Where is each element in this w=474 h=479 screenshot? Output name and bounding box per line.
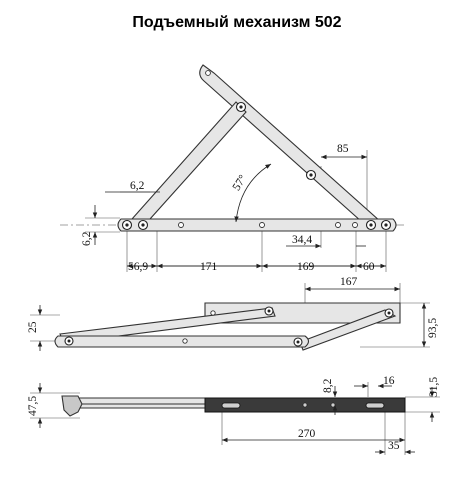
dim-270: 270 (298, 428, 316, 440)
bar-hole (352, 222, 358, 228)
pivot-rivet-center (67, 339, 71, 343)
angle-arc (234, 163, 272, 223)
dim-25: 25 (27, 321, 39, 333)
bar-hole (335, 222, 341, 228)
bar-hole (178, 222, 184, 228)
channel-slot (365, 402, 385, 409)
dim-85: 85 (337, 143, 349, 155)
pivot-rivet-center (125, 223, 129, 227)
dim-16: 16 (383, 375, 395, 387)
bottom-view: 47,5 8,2 16 31,5 270 35 (27, 375, 440, 455)
dim-angle: 57° (231, 173, 250, 193)
dim-8-2: 8,2 (322, 378, 334, 393)
dim-34-4: 34,4 (292, 234, 312, 246)
pivot-rivet-center (239, 105, 243, 109)
dim-35: 35 (388, 440, 400, 452)
dim-47-5: 47,5 (27, 396, 39, 416)
dim-167: 167 (340, 276, 358, 288)
pivot-rivet-center (369, 223, 373, 227)
channel-slot (221, 402, 241, 409)
base-bar (117, 218, 397, 232)
plate-hole (210, 310, 216, 316)
dim-56-9: 56,9 (128, 261, 148, 273)
pivot-rivet-center (296, 340, 300, 344)
pivot-rivet-center (384, 223, 388, 227)
arm-end-hole (205, 70, 211, 76)
drawing-title: Подъемный механизм 502 (132, 14, 342, 31)
dim-31-5: 31,5 (428, 377, 440, 397)
pivot-rivet-center (141, 223, 145, 227)
diagonal-arm (131, 101, 247, 230)
dim-169: 169 (297, 261, 315, 273)
upper-arm (199, 64, 382, 231)
pivot-rivet-center (267, 309, 271, 313)
channel-hole (330, 402, 336, 408)
middle-base-bar (54, 335, 310, 348)
dim-171: 171 (200, 261, 218, 273)
dim-6-2-side: 6,2 (81, 231, 93, 246)
middle-view: 167 25 93,5 (27, 276, 439, 351)
dim-93-5: 93,5 (427, 318, 439, 338)
end-clip (61, 395, 83, 417)
bar-hole (259, 222, 265, 228)
dim-6-2-top: 6,2 (130, 180, 145, 192)
channel-hole (302, 402, 308, 408)
top-view: 57° 85 6,2 6,2 34,4 56,9 171 169 60 (60, 64, 405, 273)
pivot-rivet-center (387, 311, 391, 315)
bar-hole (182, 338, 188, 344)
pivot-rivet-center (309, 173, 313, 177)
dim-60: 60 (363, 261, 375, 273)
